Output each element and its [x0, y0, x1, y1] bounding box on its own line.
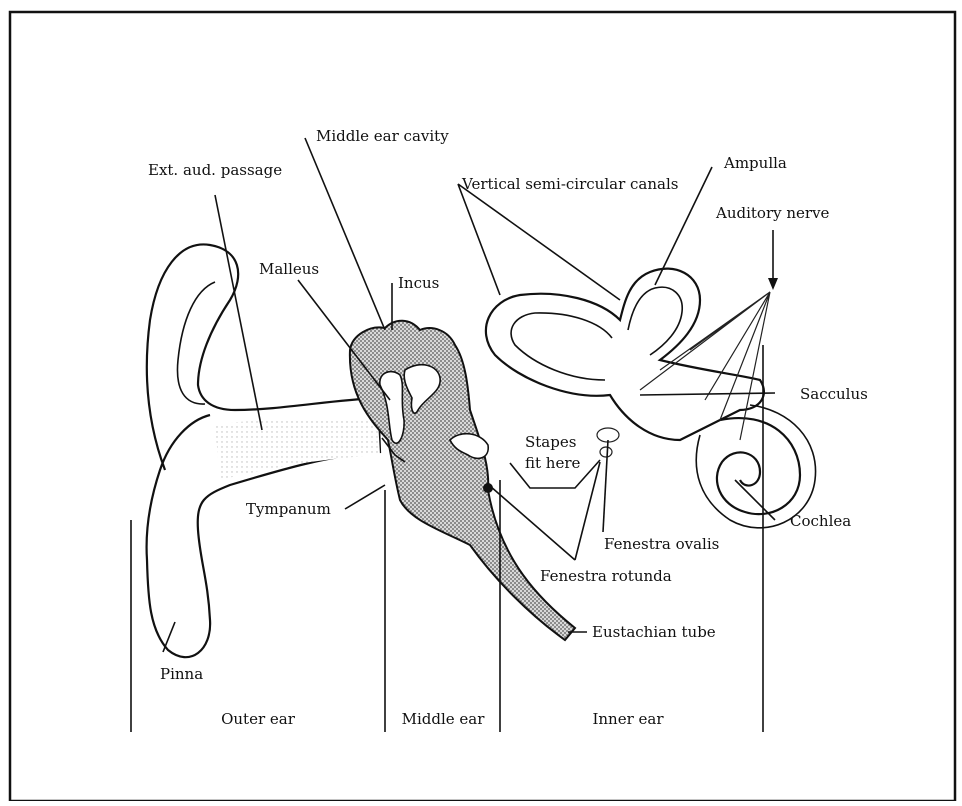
ext-aud-passage-shape	[215, 419, 380, 480]
label-incus: Incus	[398, 274, 439, 292]
label-middle-ear-cavity: Middle ear cavity	[316, 127, 449, 145]
region-inner-ear: Inner ear	[592, 710, 664, 728]
label-fenestra-ovalis: Fenestra ovalis	[604, 535, 719, 553]
label-fenestra-rotunda: Fenestra rotunda	[540, 567, 672, 585]
label-tympanum: Tympanum	[246, 500, 331, 518]
cochlea-shape	[717, 418, 800, 514]
label-sacculus: Sacculus	[800, 385, 868, 403]
label-eustachian-tube: Eustachian tube	[592, 623, 716, 641]
region-middle-ear: Middle ear	[402, 710, 486, 728]
label-vertical-canals: Vertical semi-circular canals	[461, 175, 678, 193]
fenestra-ovalis-shape	[597, 428, 619, 442]
label-auditory-nerve: Auditory nerve	[715, 204, 830, 222]
fenestra-rotunda-shape	[600, 447, 612, 457]
label-stapes-line1: Stapes	[525, 433, 576, 451]
label-malleus: Malleus	[259, 260, 319, 278]
label-ext-aud-passage: Ext. aud. passage	[148, 161, 282, 179]
region-outer-ear: Outer ear	[221, 710, 296, 728]
label-cochlea: Cochlea	[790, 512, 851, 530]
label-pinna: Pinna	[160, 665, 203, 683]
label-ampulla: Ampulla	[723, 154, 787, 172]
auditory-nerve-arrowhead	[768, 278, 778, 290]
label-stapes-line2: fit here	[525, 454, 581, 472]
